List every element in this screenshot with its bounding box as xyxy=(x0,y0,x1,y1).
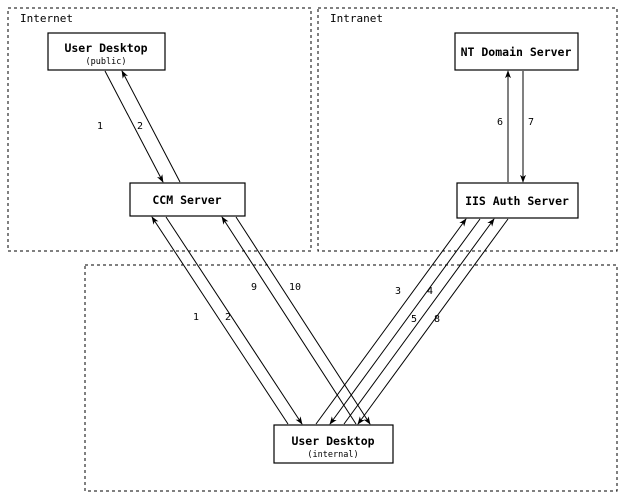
flow-arrow-flow-8 xyxy=(357,218,509,425)
node-iis-auth-server[interactable]: IIS Auth Server xyxy=(456,182,579,219)
step-label-flow-3: 3 xyxy=(395,286,401,297)
step-label-flow-1-internal: 1 xyxy=(193,312,199,323)
nodes-layer: User Desktop (public) CCM Server NT Domain … xyxy=(47,32,579,464)
step-labels-layer: 1 2 1 2 9 10 3 4 5 8 6 7 xyxy=(97,117,534,325)
node-title-ccm-server: CCM Server xyxy=(152,193,221,207)
node-box-user-desktop-internal[interactable] xyxy=(273,424,394,464)
step-label-flow-2-public: 2 xyxy=(137,121,143,132)
node-subtitle-user-desktop-public: (public) xyxy=(86,57,127,67)
node-title-user-desktop-internal: User Desktop xyxy=(291,434,374,448)
flows-layer xyxy=(104,70,526,425)
step-label-flow-5: 5 xyxy=(411,314,417,325)
zone-boundary-internal-lan xyxy=(84,264,618,492)
step-label-flow-9: 9 xyxy=(251,282,257,293)
flow-arrow-flow-10 xyxy=(235,216,371,425)
node-title-nt-domain-server: NT Domain Server xyxy=(461,45,572,59)
flow-arrow-flow-2-internal xyxy=(165,216,303,425)
zone-label-internet: Internet xyxy=(20,12,73,25)
node-nt-domain-server[interactable]: NT Domain Server xyxy=(454,32,579,71)
zones-layer: Internet Intranet xyxy=(7,7,618,492)
node-title-user-desktop-public: User Desktop xyxy=(64,41,147,55)
node-subtitle-user-desktop-internal: (internal) xyxy=(307,450,358,460)
step-label-flow-8: 8 xyxy=(434,314,440,325)
zone-internet: Internet xyxy=(7,7,312,252)
step-label-flow-1-public: 1 xyxy=(97,121,103,132)
step-label-flow-4: 4 xyxy=(427,286,433,297)
zone-internal-lan xyxy=(84,264,618,492)
flow-arrow-flow-1-public xyxy=(104,70,164,183)
zone-boundary-internet xyxy=(7,7,312,252)
node-user-desktop-public[interactable]: User Desktop (public) xyxy=(47,32,166,71)
flow-arrow-flow-4 xyxy=(329,218,481,425)
flow-arrow-flow-9 xyxy=(221,216,357,425)
step-label-flow-2-internal: 2 xyxy=(225,312,231,323)
node-box-iis-auth-server[interactable] xyxy=(456,182,579,219)
flow-arrow-flow-2-public xyxy=(121,70,181,183)
node-ccm-server[interactable]: CCM Server xyxy=(129,182,246,217)
flow-arrow-flow-1-internal xyxy=(151,216,289,425)
zone-label-intranet: Intranet xyxy=(330,12,383,25)
node-box-nt-domain-server[interactable] xyxy=(454,32,579,71)
node-box-user-desktop-public[interactable] xyxy=(47,32,166,71)
flow-arrow-flow-3 xyxy=(315,218,467,425)
flow-arrow-flow-5 xyxy=(343,218,495,425)
step-label-flow-10: 10 xyxy=(289,282,301,293)
node-box-ccm-server[interactable] xyxy=(129,182,246,217)
node-user-desktop-internal[interactable]: User Desktop (internal) xyxy=(273,424,394,464)
zone-boundary-intranet xyxy=(317,7,618,252)
node-title-iis-auth-server: IIS Auth Server xyxy=(465,194,569,208)
zone-intranet: Intranet xyxy=(317,7,618,252)
step-label-flow-7: 7 xyxy=(528,117,534,128)
step-label-flow-6: 6 xyxy=(497,117,503,128)
